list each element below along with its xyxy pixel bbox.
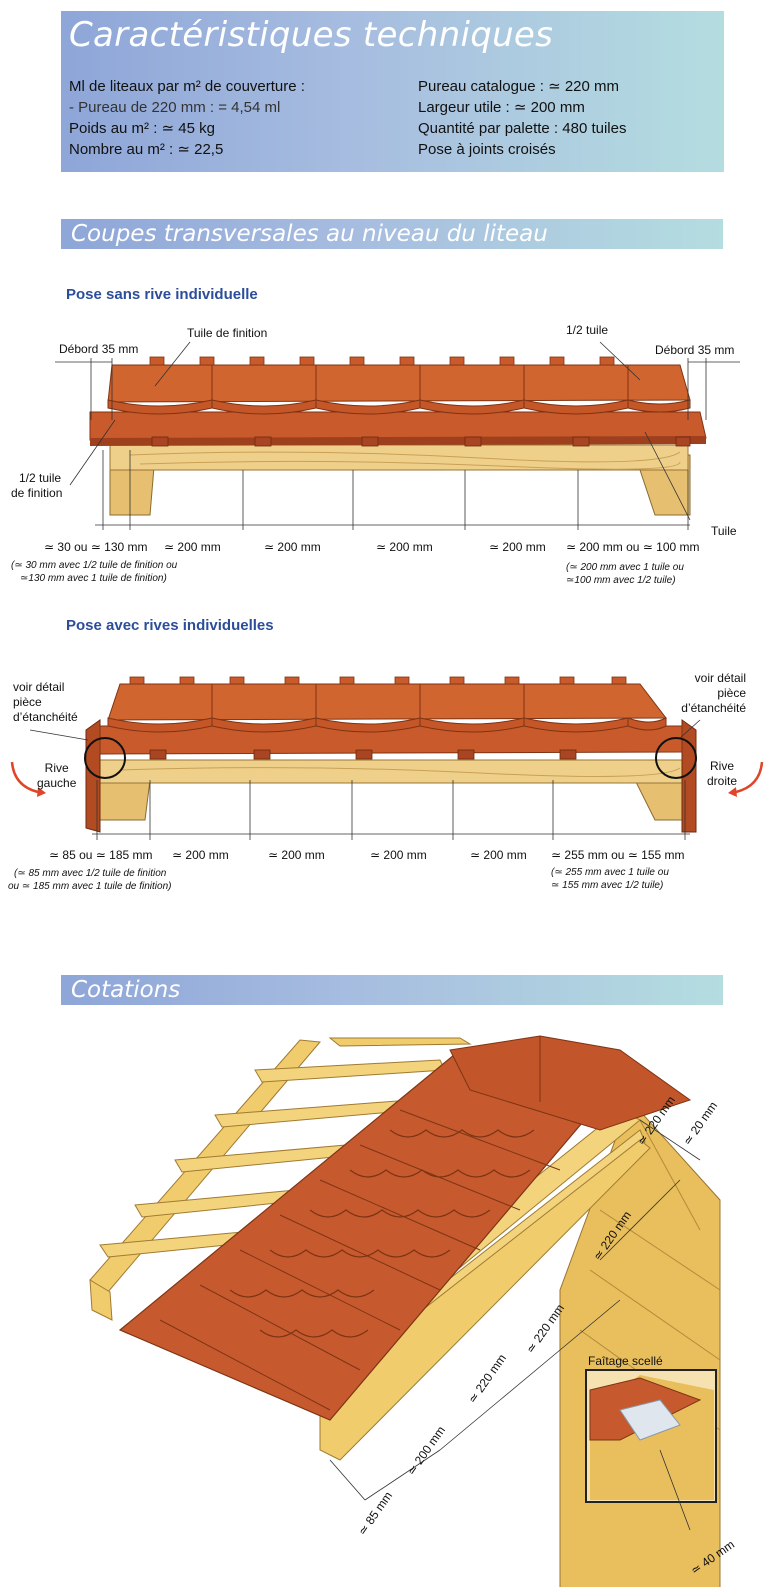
tile-tops <box>149 356 615 366</box>
label-voir-detail-left: voir détail pièce d’étanchéité <box>13 680 78 725</box>
note-line: (≃ 85 mm avec 1/2 tuile de finition <box>14 868 167 879</box>
note-right: (≃ 255 mm avec 1 tuile ou ≃ 155 mm avec … <box>551 866 669 892</box>
tile-curves <box>107 399 691 415</box>
diagram1-cross-section <box>55 341 740 530</box>
dim-label: ≃ 200 mm <box>376 540 433 554</box>
spec-line: Quantité par palette : 480 tuiles <box>418 120 627 137</box>
label-debord-right: Débord 35 mm <box>655 343 735 357</box>
note-right: (≃ 200 mm avec 1 tuile ou ≃100 mm avec 1… <box>566 561 684 587</box>
dim-label: ≃ 200 mm <box>264 540 321 554</box>
tile-row-lower-edge <box>90 436 706 446</box>
arrow-left <box>10 761 39 794</box>
label-half-tuile: 1/2 tuile <box>566 323 609 337</box>
note-line: (≃ 255 mm avec 1 tuile ou <box>551 867 669 878</box>
section-bar-coupes: Coupes transversales au niveau du liteau <box>61 219 723 249</box>
label-half-tuile-finition-1: 1/2 tuile <box>19 471 62 485</box>
note-line: ≃130 mm avec 1 tuile de finition) <box>20 573 167 584</box>
dim-label: ≃ 200 mm <box>489 540 546 554</box>
tile-row-upper <box>107 364 691 403</box>
label-rive-gauche: Rive gauche <box>37 761 76 791</box>
dim-label: ≃ 85 ou ≃ 185 mm <box>49 848 153 862</box>
label-rive-droite: Rive droite <box>707 759 737 789</box>
spec-line: Largeur utile : ≃ 200 mm <box>418 99 585 116</box>
label-line: pièce <box>717 686 746 700</box>
note-line: ou ≃ 185 mm avec 1 tuile de finition) <box>8 881 172 892</box>
arrow-right <box>735 761 764 794</box>
dim-label: ≃ 200 mm <box>164 540 221 554</box>
rive-left <box>85 719 101 833</box>
batten <box>109 444 689 471</box>
tile-row-upper <box>107 683 668 721</box>
dimension-lines <box>55 341 740 530</box>
cotations-roof-illustration <box>89 1035 721 1587</box>
dim-label: ≃ 200 mm <box>268 848 325 862</box>
detail-circle-left <box>84 737 126 779</box>
dim-label: ≃ 30 ou ≃ 130 mm <box>44 540 148 554</box>
cotation-lines <box>329 1119 701 1501</box>
label-voir-detail-right: voir détail pièce d’étanchéité <box>668 671 746 716</box>
spec-right-column: Pureau catalogue : ≃ 220 mm Largeur util… <box>418 76 626 160</box>
label-line: gauche <box>37 776 77 790</box>
spec-box: Caractéristiques techniques Ml de liteau… <box>61 11 724 172</box>
label-line: Rive <box>710 759 735 773</box>
dim-label: ≃ 255 mm ou ≃ 155 mm <box>551 848 685 862</box>
label-line: Rive <box>44 761 69 775</box>
section-bar-cotations: Cotations <box>61 975 723 1005</box>
label-half-tuile-finition-2: de finition <box>11 486 63 500</box>
tile-nibs <box>151 436 691 447</box>
spec-title: Caractéristiques techniques <box>69 15 554 55</box>
batten <box>99 759 689 784</box>
dim-label: ≃ 200 mm ou ≃ 100 mm <box>566 540 700 554</box>
diagram2-title: Pose avec rives individuelles <box>66 617 274 634</box>
dim-label: ≃ 200 mm <box>470 848 527 862</box>
label-tuile-finition: Tuile de finition <box>187 326 268 340</box>
inset-title: Faîtage scellé <box>588 1354 663 1368</box>
dim-label: ≃ 200 mm <box>172 848 229 862</box>
label-line: voir détail <box>694 671 746 685</box>
label-line: d’étanchéité <box>13 710 78 724</box>
label-line: pièce <box>13 695 42 709</box>
note-line: (≃ 30 mm avec 1/2 tuile de finition ou <box>11 560 178 571</box>
dim-label: ≃ 200 mm <box>370 848 427 862</box>
spec-left-column: Ml de liteaux par m² de couverture : - P… <box>69 76 305 160</box>
spec-line: Poids au m² : ≃ 45 kg <box>69 120 215 137</box>
label-line: droite <box>707 774 738 788</box>
note-line: (≃ 200 mm avec 1 tuile ou <box>566 562 684 573</box>
diagram2-cross-section <box>10 676 764 840</box>
label-debord-left: Débord 35 mm <box>59 342 139 356</box>
section-title: Cotations <box>71 977 181 1003</box>
tile-row-lower <box>89 411 707 441</box>
label-line: voir détail <box>13 680 65 694</box>
spec-line: Pureau catalogue : ≃ 220 mm <box>418 78 620 95</box>
diagram1-title: Pose sans rive individuelle <box>66 286 258 303</box>
spec-line: Nombre au m² : ≃ 22,5 <box>69 141 224 158</box>
spec-line: Ml de liteaux par m² de couverture : <box>69 78 305 95</box>
label-line: d’étanchéité <box>681 701 746 715</box>
tile-joints <box>159 1109 561 1411</box>
note-line: ≃100 mm avec 1/2 tuile) <box>566 575 676 586</box>
rafter-bottom <box>319 1139 651 1461</box>
note-left: (≃ 30 mm avec 1/2 tuile de finition ou ≃… <box>11 559 177 585</box>
spec-line: - Pureau de 220 mm : = 4,54 ml <box>69 99 281 116</box>
note-left: (≃ 85 mm avec 1/2 tuile de finition ou ≃… <box>8 867 171 893</box>
note-line: ≃ 155 mm avec 1/2 tuile) <box>551 880 664 891</box>
spec-line: Pose à joints croisés <box>418 141 556 158</box>
label-tuile: Tuile <box>711 524 737 538</box>
detail-circle-right <box>655 737 697 779</box>
section-title: Coupes transversales au niveau du liteau <box>71 221 548 247</box>
